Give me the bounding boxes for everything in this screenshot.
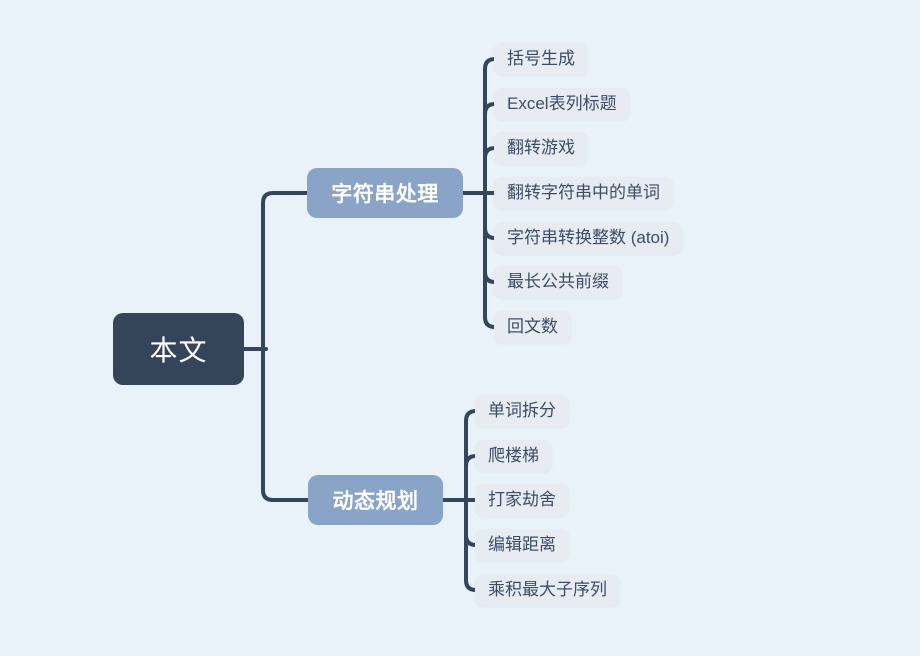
leaf-node-house-robber[interactable]: 打家劫舍 — [475, 484, 569, 516]
leaf-node-palindrome-number[interactable]: 回文数 — [494, 311, 571, 343]
leaf-node-word-break[interactable]: 单词拆分 — [475, 395, 569, 427]
leaf-node-generate-parentheses[interactable]: 括号生成 — [494, 43, 588, 75]
leaf-node-string-to-integer-atoi[interactable]: 字符串转换整数 (atoi) — [494, 222, 683, 254]
leaf-node-reverse-words-in-string[interactable]: 翻转字符串中的单词 — [494, 177, 673, 209]
leaf-node-climbing-stairs[interactable]: 爬楼梯 — [475, 440, 552, 472]
leaf-node-flip-game[interactable]: 翻转游戏 — [494, 132, 588, 164]
leaf-node-excel-column-title[interactable]: Excel表列标题 — [494, 88, 630, 120]
branch-node-dynamic-programming[interactable]: 动态规划 — [308, 475, 443, 525]
leaf-node-longest-common-prefix[interactable]: 最长公共前缀 — [494, 266, 622, 298]
edge-root-branches — [261, 191, 310, 502]
root-node[interactable]: 本文 — [113, 313, 244, 385]
leaf-node-maximum-product-subarray[interactable]: 乘积最大子序列 — [475, 574, 620, 606]
leaf-node-edit-distance[interactable]: 编辑距离 — [475, 529, 569, 561]
branch-node-string-processing[interactable]: 字符串处理 — [307, 168, 463, 218]
